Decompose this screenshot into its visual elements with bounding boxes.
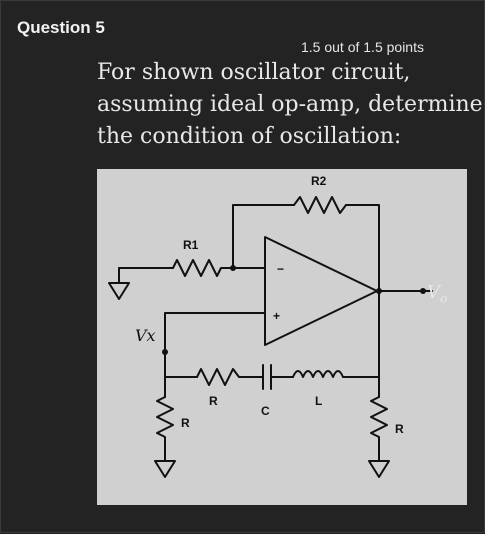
opamp-triangle — [264, 236, 378, 346]
vo-subscript: o — [440, 291, 448, 306]
r1-label: R1 — [183, 238, 199, 252]
vx-to-series — [164, 351, 198, 378]
left-shunt-resistor — [156, 396, 174, 462]
feedback-wire — [232, 204, 295, 269]
prompt-line-2: assuming ideal op-amp, determine — [97, 92, 483, 117]
circuit-figure: − + R2 R1 Vx R C L R R — [97, 169, 467, 505]
ground-bottom-right — [368, 460, 390, 478]
question-title: Question 5 — [17, 18, 105, 37]
series-r-label: R — [209, 394, 218, 408]
series-resistor — [196, 368, 258, 386]
question-prompt: For shown oscillator circuit, assuming i… — [97, 57, 483, 153]
node-output — [376, 288, 382, 294]
ground-bottom-left — [154, 460, 176, 478]
ground-left-symbol — [108, 282, 130, 300]
node-inverting — [230, 265, 236, 271]
right-shunt-label: R — [395, 422, 404, 436]
right-shunt-resistor — [370, 396, 388, 462]
noninverting-wire — [164, 312, 266, 353]
vo-label: Vo — [427, 282, 447, 306]
node-vx — [162, 349, 168, 355]
left-shunt-label: R — [181, 416, 190, 430]
vo-text: V — [427, 282, 440, 303]
prompt-line-3: the condition of oscillation: — [97, 124, 402, 149]
r1-resistor — [172, 259, 234, 277]
feedback-wire-right — [345, 204, 380, 292]
circuit-diagram: − + R2 R1 Vx R C L R R — [108, 174, 424, 478]
plus-sign: + — [273, 309, 280, 323]
score-text: 1.5 out of 1.5 points — [301, 39, 424, 55]
prompt-line-1: For shown oscillator circuit, — [97, 60, 411, 85]
vx-label: Vx — [135, 326, 156, 345]
capacitor-label: C — [261, 404, 270, 418]
minus-sign: − — [277, 262, 284, 276]
r2-label: R2 — [311, 174, 327, 188]
inductor-label: L — [315, 394, 322, 408]
inductor — [292, 370, 344, 378]
r2-resistor — [293, 196, 347, 214]
